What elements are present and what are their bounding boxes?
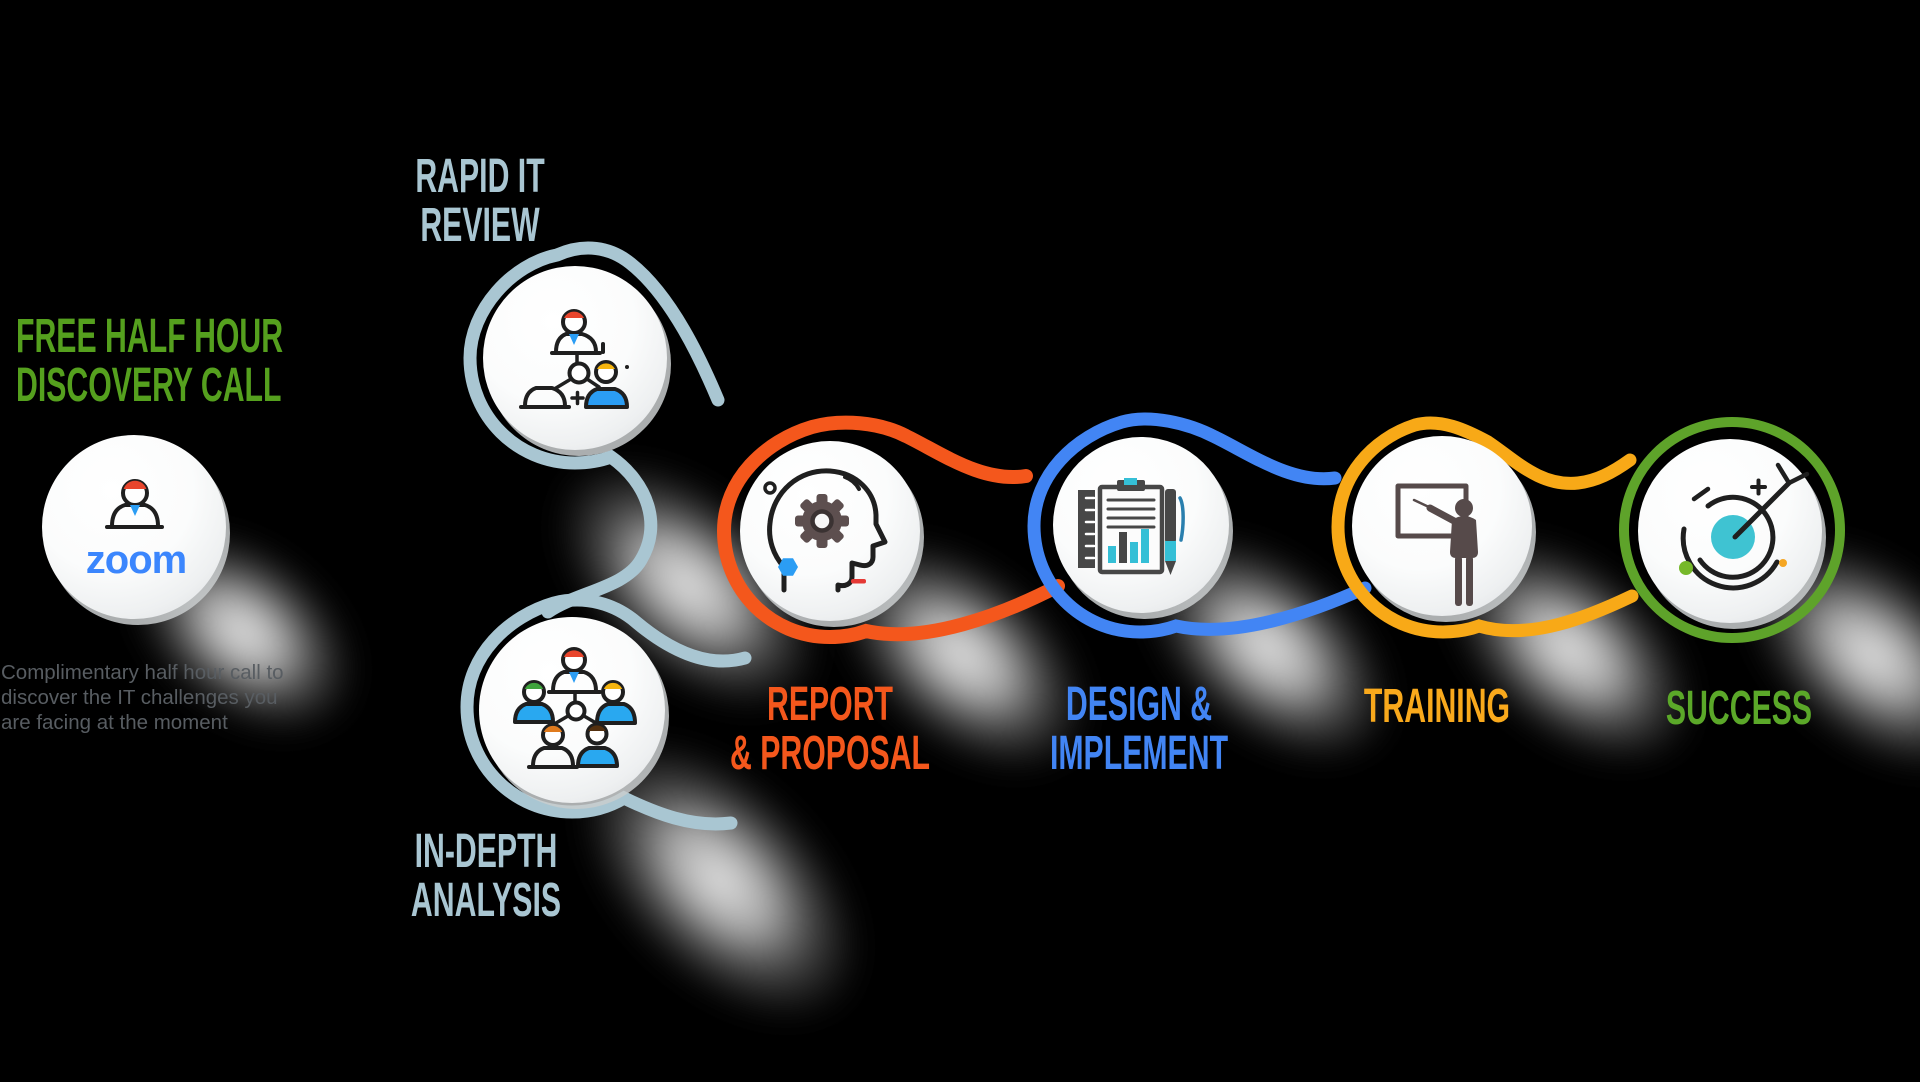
rapid-title-line1: RAPID IT [415, 150, 545, 203]
target-arrow-icon [1679, 462, 1810, 591]
connector-design-swoosh [1027, 412, 1372, 639]
disc-discovery [42, 435, 230, 625]
connector-rapid-swoosh [463, 241, 725, 619]
pen-icon [1165, 489, 1185, 575]
discovery-description: Complimentary half hour call to discover… [1, 660, 284, 735]
design-title-line2: IMPLEMENT [1049, 727, 1229, 780]
indepth-title-line1: IN-DEPTH [414, 825, 558, 878]
group-people-icon [513, 647, 637, 769]
head-gear-icon [763, 468, 888, 593]
clipboard-chart-icon [1078, 478, 1185, 575]
connector-report-swoosh [716, 415, 1065, 645]
connectors [460, 241, 1845, 831]
indepth-title-line2: ANALYSIS [410, 874, 562, 927]
presenter-whiteboard-icon [1395, 483, 1478, 606]
step-icons [105, 309, 1810, 769]
connector-training-swoosh [1331, 416, 1639, 639]
bar-chart-icon [1108, 529, 1149, 563]
success-title-line1: SUCCESS [1665, 682, 1813, 735]
design-title-line1: DESIGN & [1065, 678, 1213, 731]
rapid-it-review-title: RAPID IT REVIEW [323, 152, 638, 250]
report-proposal-title: REPORT & PROPOSAL [673, 680, 988, 778]
training-title: TRAINING [1280, 682, 1595, 731]
discovery-description-line1: Complimentary half hour call to [1, 661, 284, 684]
report-title-line2: & PROPOSAL [730, 727, 930, 780]
zoom-wordmark: zoom [85, 538, 187, 582]
rapid-title-line2: REVIEW [420, 199, 540, 252]
discovery-description-line3: are facing at the moment [1, 711, 228, 734]
team-hierarchy-icon [519, 309, 629, 409]
success-title: SUCCESS [1582, 684, 1897, 733]
discovery-description-line2: discover the IT challenges you [1, 686, 278, 709]
training-title-line1: TRAINING [1363, 680, 1511, 733]
gear-icon [795, 494, 849, 548]
person-avatar-icon [105, 479, 164, 529]
connector-indepth-swoosh [460, 593, 752, 831]
in-depth-analysis-title: IN-DEPTH ANALYSIS [329, 827, 644, 925]
design-implement-title: DESIGN & IMPLEMENT [982, 680, 1297, 778]
shadow-success [1743, 536, 1920, 774]
shadow-rapid [554, 457, 822, 713]
report-title-line1: REPORT [766, 678, 893, 731]
connector-success-ring [1619, 417, 1845, 643]
discovery-title-line1: FREE HALF HOUR [16, 310, 284, 363]
discovery-title-line2: DISCOVERY CALL [16, 359, 282, 412]
discovery-title: FREE HALF HOUR DISCOVERY CALL [16, 312, 283, 410]
